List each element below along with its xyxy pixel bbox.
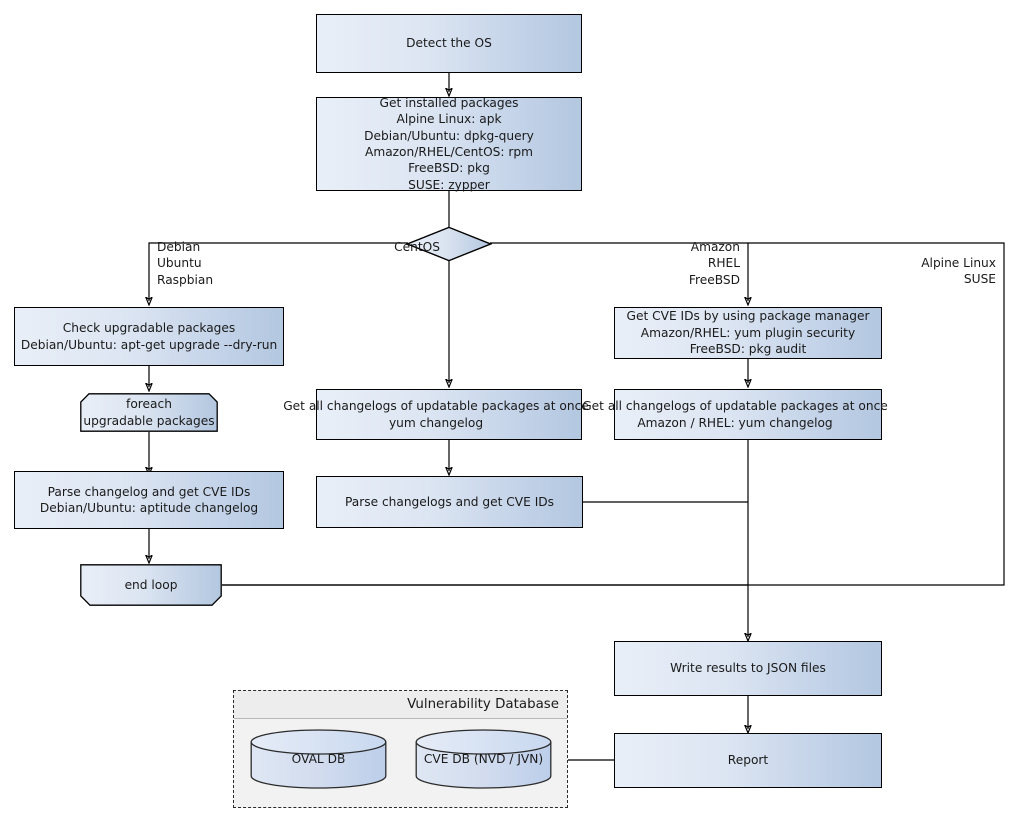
vulnerability-database-title-bar: Vulnerability Database: [234, 691, 567, 719]
cylinder-oval-db-label: OVAL DB: [291, 752, 346, 766]
cylinder-oval-db[interactable]: OVAL DB: [250, 729, 387, 789]
loop-end-shape: [80, 564, 222, 606]
branch-label-debian-line-2: Ubuntu: [157, 256, 202, 271]
node-report-label: Report: [727, 753, 769, 768]
node-report[interactable]: Report: [614, 733, 882, 788]
node-get-changelogs-centos-label: Get all changelogs of updatable packages…: [283, 399, 589, 430]
cylinder-cve-db-label: CVE DB (NVD / JVN): [423, 752, 544, 766]
cylinder-oval-db-shape: [250, 729, 387, 789]
node-get-changelogs-centos[interactable]: Get all changelogs of updatable packages…: [283, 389, 589, 440]
node-get-changelogs-amazon-label: Get all changelogs of updatable packages…: [582, 399, 888, 430]
branch-label-alpine: Alpine Linux SUSE: [876, 255, 996, 288]
branch-label-debian-line-3: Raspbian: [157, 272, 214, 287]
node-detect-os-label: Detect the OS: [406, 36, 492, 51]
cylinder-cve-db-shape: [415, 729, 552, 789]
loop-start-shape: [80, 393, 218, 432]
node-os-decision[interactable]: [405, 226, 493, 262]
branch-label-centos: CentOS: [324, 239, 440, 255]
branch-label-amazon-line-3: FreeBSD: [688, 272, 740, 287]
node-end-loop[interactable]: end loop: [80, 564, 222, 606]
branch-label-debian-line-1: Debian: [157, 240, 201, 254]
branch-label-alpine-line-1: Alpine Linux: [921, 256, 996, 270]
branch-label-amazon-line-2: RHEL: [707, 256, 740, 271]
branch-label-centos-line-1: CentOS: [394, 240, 440, 254]
branch-label-amazon: Amazon RHEL FreeBSD: [620, 239, 740, 288]
node-parse-changelogs-centos-label: Parse changelogs and get CVE IDs: [344, 494, 555, 509]
node-write-results[interactable]: Write results to JSON files: [614, 641, 882, 696]
diamond-shape: [405, 226, 493, 262]
node-get-changelogs-amazon[interactable]: Get all changelogs of updatable packages…: [582, 389, 888, 440]
node-parse-changelogs-centos[interactable]: Parse changelogs and get CVE IDs: [316, 476, 583, 528]
branch-label-debian: Debian Ubuntu Raspbian: [157, 239, 277, 288]
branch-label-amazon-line-1: Amazon: [690, 240, 740, 254]
vulnerability-database-title: Vulnerability Database: [407, 697, 559, 712]
cylinder-cve-db[interactable]: CVE DB (NVD / JVN): [415, 729, 552, 789]
branch-label-alpine-line-2: SUSE: [963, 272, 996, 287]
node-write-results-label: Write results to JSON files: [670, 661, 826, 676]
node-detect-os[interactable]: Detect the OS: [316, 14, 582, 73]
node-end-loop-label: end loop: [124, 577, 178, 592]
